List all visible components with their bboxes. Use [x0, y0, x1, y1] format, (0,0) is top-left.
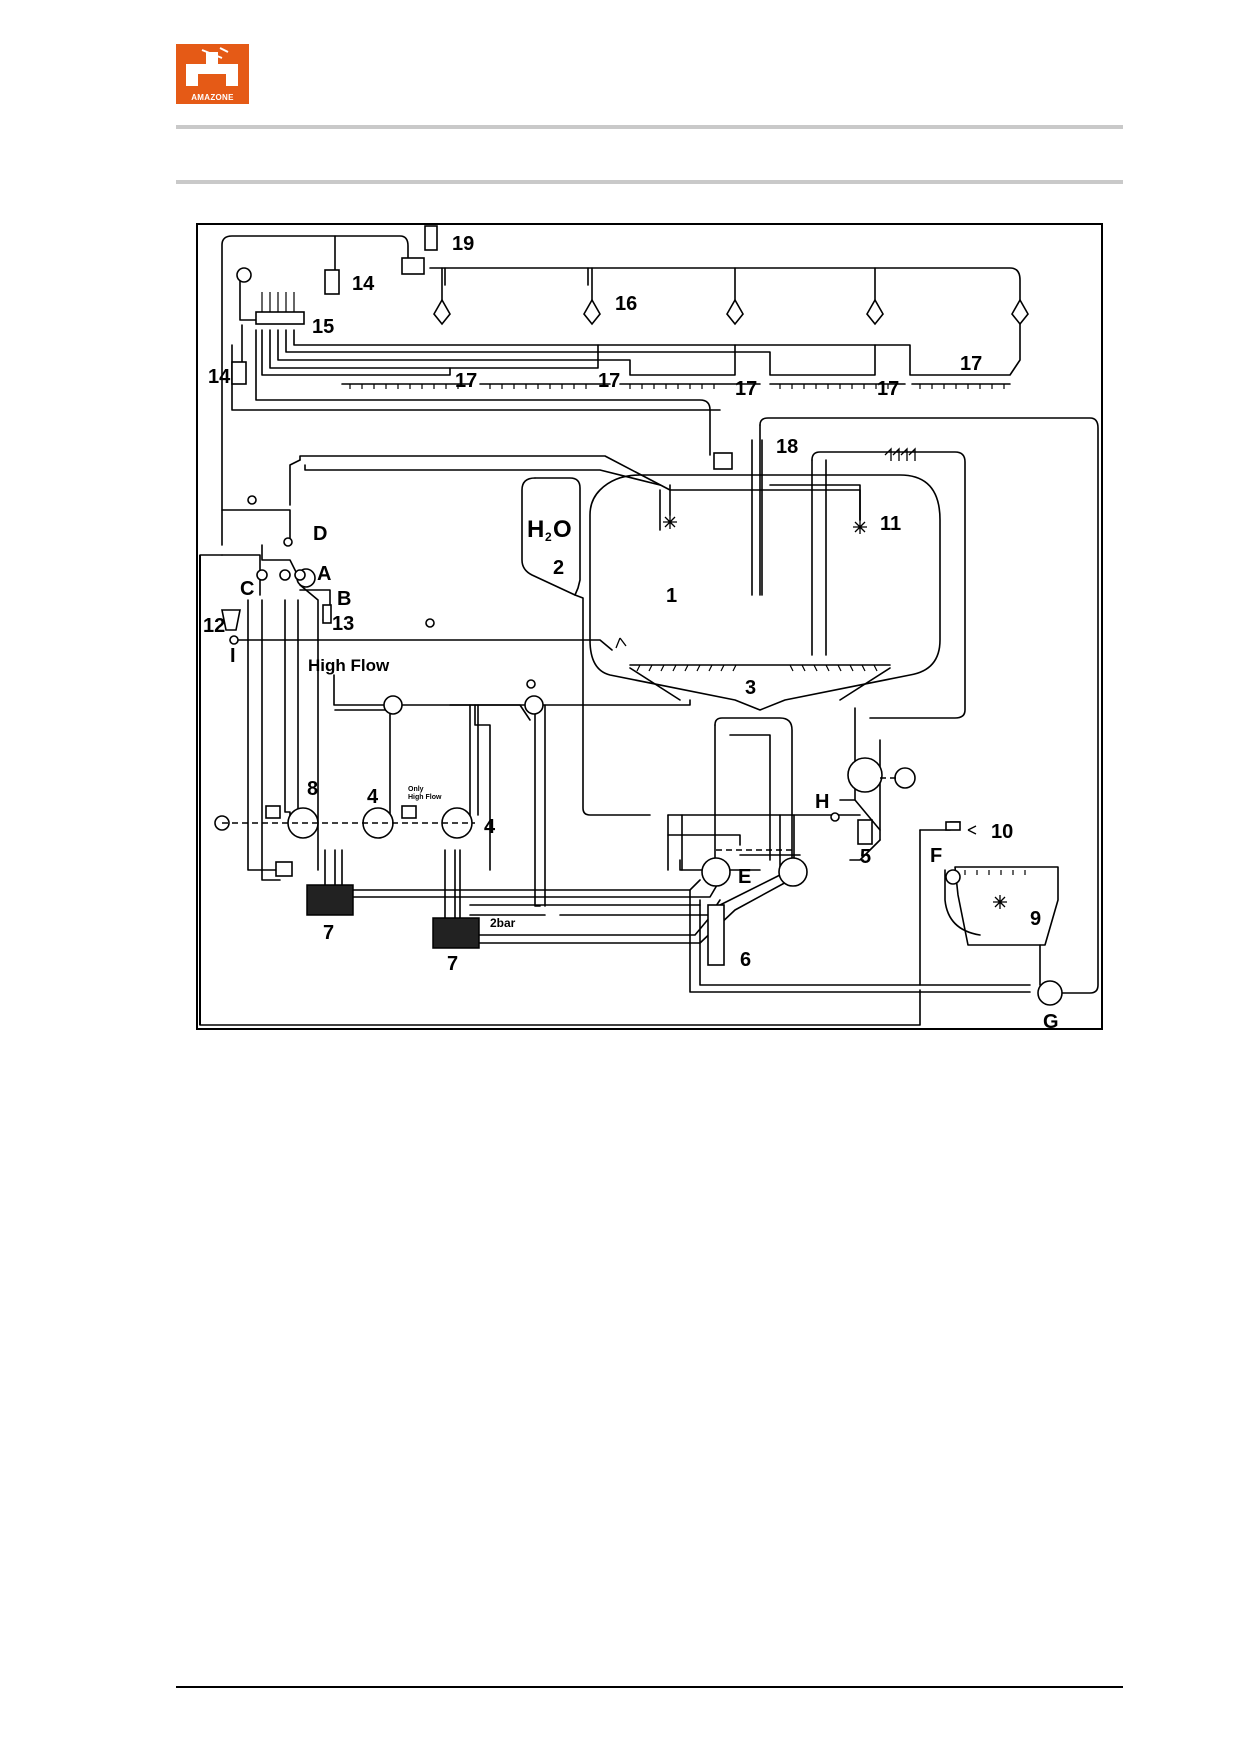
label-17-c: 17 [735, 378, 757, 400]
header-rule-top [176, 125, 1123, 129]
label-h: H [815, 791, 829, 813]
h2o-label-sub: 2 [545, 530, 552, 544]
label-2: 2 [553, 557, 564, 579]
label-17-b: 17 [598, 370, 620, 392]
filter-block-left [306, 884, 354, 916]
label-b: B [337, 588, 351, 610]
label-10: 10 [991, 821, 1013, 843]
label-11: 11 [880, 513, 901, 535]
label-16: 16 [615, 293, 637, 315]
label-3: 3 [745, 677, 756, 699]
label-14-left: 14 [208, 366, 231, 388]
label-8: 8 [307, 778, 318, 800]
logo-emblem-icon [186, 47, 238, 86]
star-nozzles [663, 515, 1007, 909]
amazone-logo: AMAZONE [176, 44, 249, 104]
filter-block-right [432, 917, 480, 949]
label-17-a: 17 [455, 370, 477, 392]
label-12: 12 [203, 615, 225, 637]
label-7-left: 7 [323, 922, 334, 944]
label-13: 13 [332, 613, 354, 635]
label-17-d: 17 [877, 378, 899, 400]
label-15: 15 [312, 316, 334, 338]
label-7-right: 7 [447, 953, 458, 975]
drive-shaft [222, 777, 898, 851]
label-a: A [317, 563, 331, 585]
footer-rule [176, 1686, 1123, 1688]
label-2bar: 2bar [490, 916, 516, 930]
label-19: 19 [452, 233, 474, 255]
label-18: 18 [776, 436, 798, 458]
label-f: F [930, 845, 942, 867]
h2o-label-o: O [553, 516, 572, 543]
label-6: 6 [740, 949, 751, 971]
filter-blocks [306, 884, 480, 949]
label-14-top: 14 [352, 273, 375, 295]
h2o-label-h: H [527, 516, 544, 543]
label-d: D [313, 523, 327, 545]
nozzle-ticks [261, 292, 1026, 875]
label-4-right: 4 [484, 816, 496, 838]
label-5: 5 [860, 846, 871, 868]
label-only-high-flow-1: Only [408, 786, 424, 793]
label-4-left: 4 [367, 786, 379, 808]
label-17-e: 17 [960, 353, 982, 375]
label-9: 9 [1030, 908, 1041, 930]
label-high-flow: High Flow [308, 656, 390, 675]
label-1: 1 [666, 585, 677, 607]
label-e: E [738, 866, 751, 888]
header-rule-bottom [176, 180, 1123, 184]
sprayer-circuit-diagram: H 2 O 19 14 16 15 14 17 17 17 17 17 18 1… [196, 223, 1103, 1030]
label-g: G [1043, 1011, 1059, 1030]
label-c: C [240, 578, 254, 600]
vent-symbol [615, 447, 977, 835]
label-i: I [230, 645, 236, 667]
label-only-high-flow-2: High Flow [408, 794, 442, 801]
logo-text: AMAZONE [191, 93, 234, 102]
